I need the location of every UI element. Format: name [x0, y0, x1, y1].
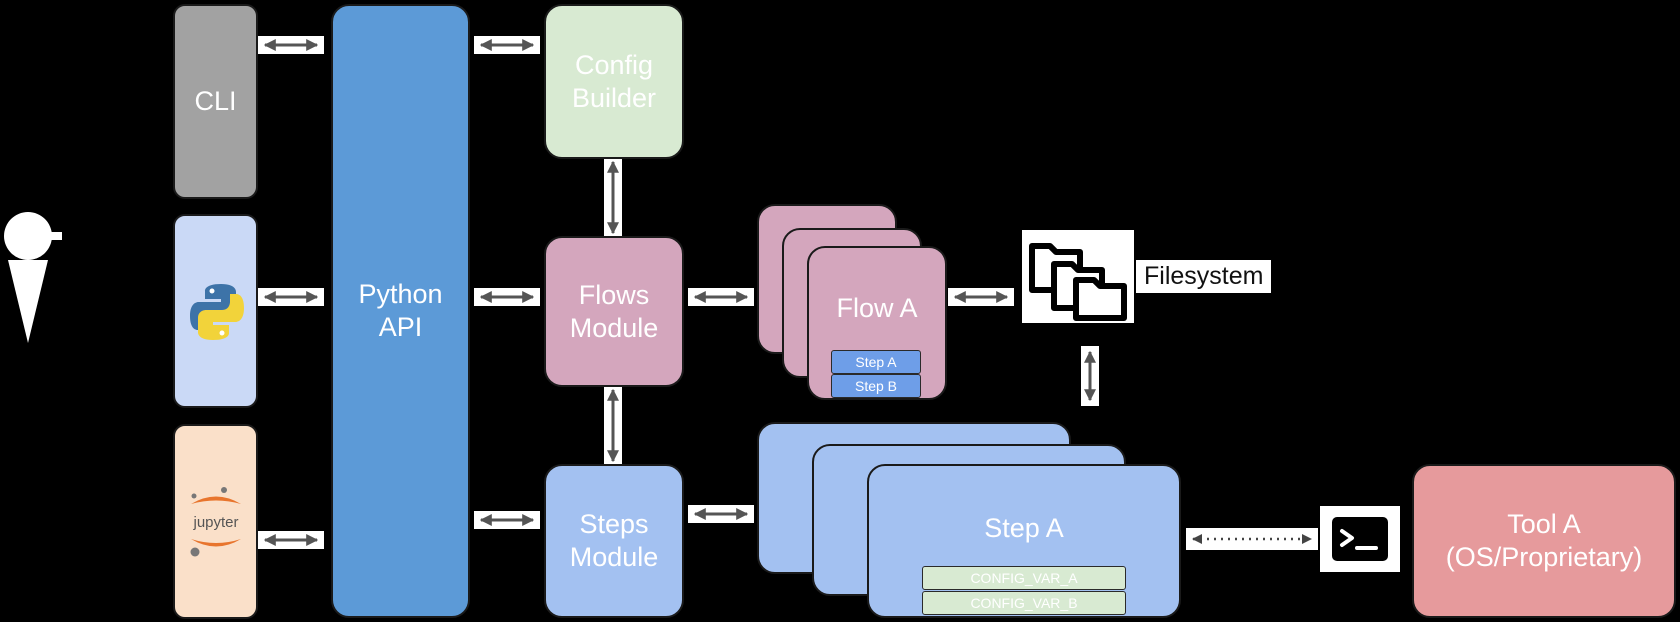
flow-step-a-chip[interactable]: Step A: [831, 350, 921, 374]
folder-stack-icon: [1022, 230, 1134, 323]
terminal-icon: [1320, 506, 1400, 572]
cli-label: CLI: [194, 86, 237, 117]
filesystem-label: Filesystem: [1136, 260, 1272, 293]
python-box[interactable]: [173, 214, 258, 408]
user-icon: [4, 212, 62, 343]
python-api-box[interactable]: Python API: [331, 4, 470, 618]
flow-step-b-chip[interactable]: Step B: [831, 374, 921, 398]
python-api-label: Python API: [358, 279, 443, 342]
step-a-label: Step A: [984, 513, 1064, 543]
tool-a-box[interactable]: Tool A (OS/Proprietary): [1412, 464, 1676, 618]
flow-step-a-label: Step A: [855, 354, 897, 370]
tool-a-label: Tool A (OS/Proprietary): [1445, 509, 1643, 572]
cli-box[interactable]: CLI: [173, 4, 258, 199]
flows-module-box[interactable]: Flows Module: [544, 236, 684, 387]
jupyter-logo-icon: jupyter: [190, 487, 241, 557]
flows-module-label: Flows Module: [569, 279, 659, 343]
config-var-b-label: CONFIG_VAR_B: [970, 595, 1078, 611]
jupyter-box[interactable]: jupyter: [173, 424, 258, 619]
config-var-a-chip[interactable]: CONFIG_VAR_A: [922, 566, 1126, 590]
config-var-a-label: CONFIG_VAR_A: [970, 570, 1078, 586]
flow-a-label: Flow A: [836, 293, 918, 323]
jupyter-wordmark: jupyter: [192, 514, 238, 531]
steps-module-label: Steps Module: [569, 509, 659, 572]
config-builder-box[interactable]: Config Builder: [544, 4, 684, 159]
steps-module-box[interactable]: Steps Module: [544, 464, 684, 618]
python-logo-icon: [190, 284, 244, 340]
config-builder-label: Config Builder: [571, 49, 657, 113]
flow-step-b-label: Step B: [854, 378, 898, 394]
config-var-b-chip[interactable]: CONFIG_VAR_B: [922, 591, 1126, 615]
